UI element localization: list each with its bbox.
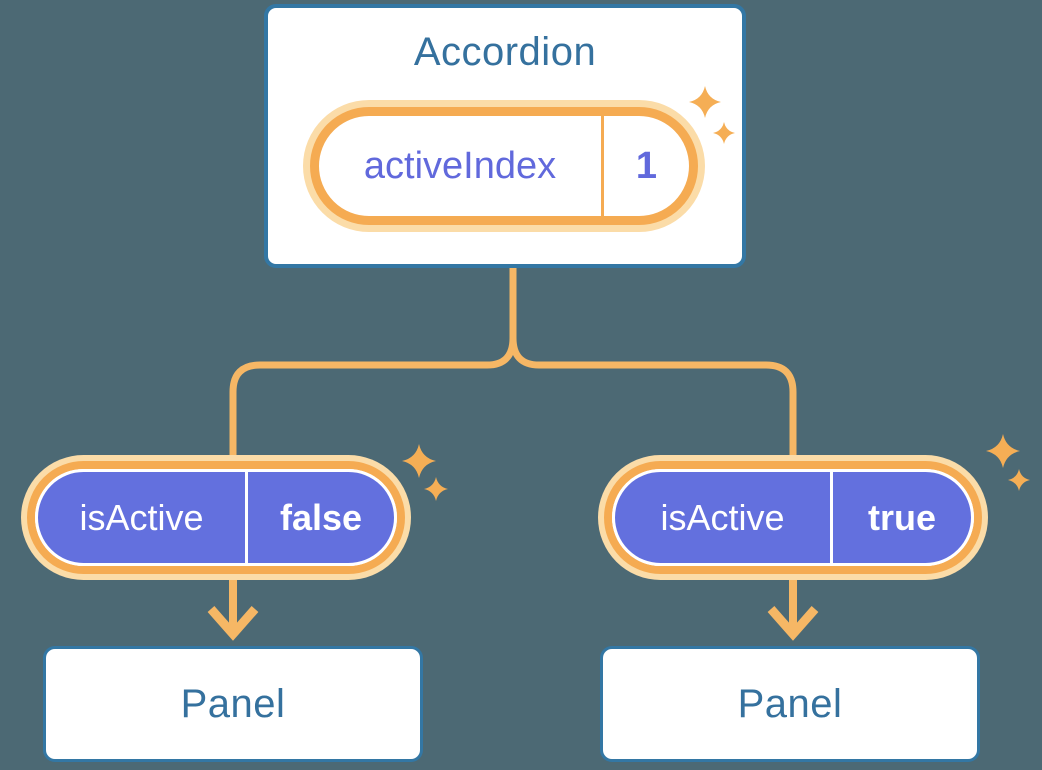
prop-pill-isactive-false: isActive false <box>27 461 405 574</box>
prop-pill-divider <box>830 472 833 563</box>
state-pill-divider <box>601 116 604 216</box>
arrow-right-head <box>767 606 819 641</box>
panel-title: Panel <box>737 681 843 726</box>
sparkle-icon <box>986 434 1020 468</box>
prop-pill-isactive-true: isActive true <box>604 461 982 574</box>
connector-right-branch <box>509 266 797 458</box>
arrow-left-head <box>207 606 259 641</box>
prop-pill-label: isActive <box>79 496 204 538</box>
state-pill-activeindex: activeIndex 1 <box>310 107 698 225</box>
sparkle-icon <box>424 477 448 501</box>
state-pill-label: activeIndex <box>363 144 557 187</box>
state-pill-value: 1 <box>635 144 658 187</box>
prop-pill-value: true <box>867 496 936 538</box>
panel-card-right: Panel <box>600 646 980 762</box>
panel-title: Panel <box>180 681 286 726</box>
sparkle-icon <box>402 444 436 478</box>
connector-left-branch <box>229 266 517 458</box>
prop-pill-body: isActive false <box>35 469 397 566</box>
prop-pill-body: isActive true <box>612 469 974 566</box>
prop-pill-label: isActive <box>660 496 785 538</box>
accordion-title: Accordion <box>413 30 597 74</box>
panel-card-left: Panel <box>43 646 423 762</box>
prop-pill-divider <box>245 472 248 563</box>
sparkle-icon <box>1008 469 1030 491</box>
prop-pill-value: false <box>279 496 363 538</box>
